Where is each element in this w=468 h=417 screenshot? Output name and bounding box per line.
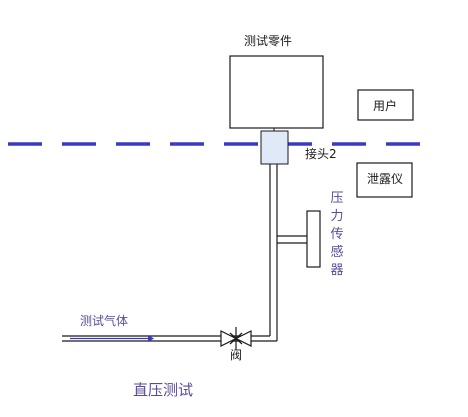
test-part-label: 测试零件 xyxy=(244,34,293,48)
user-label: 用户 xyxy=(373,99,398,113)
valve-icon xyxy=(220,327,252,350)
diagram-title: 直压测试 xyxy=(133,381,194,399)
user-box xyxy=(357,89,414,121)
gas-flow-arrowhead xyxy=(148,335,154,342)
test-gas-label: 测试气体 xyxy=(80,314,129,328)
leak-tester-box xyxy=(356,162,413,198)
test-part-box xyxy=(229,55,324,129)
pressure-sensor-block xyxy=(306,210,321,268)
leak-tester-label: 泄露仪 xyxy=(367,172,404,186)
pressure-sensor-label: 压力传感器 xyxy=(330,191,344,278)
connector-2 xyxy=(260,130,289,165)
valve-label: 阀 xyxy=(230,348,243,362)
connector-label: 接头2 xyxy=(305,147,337,161)
